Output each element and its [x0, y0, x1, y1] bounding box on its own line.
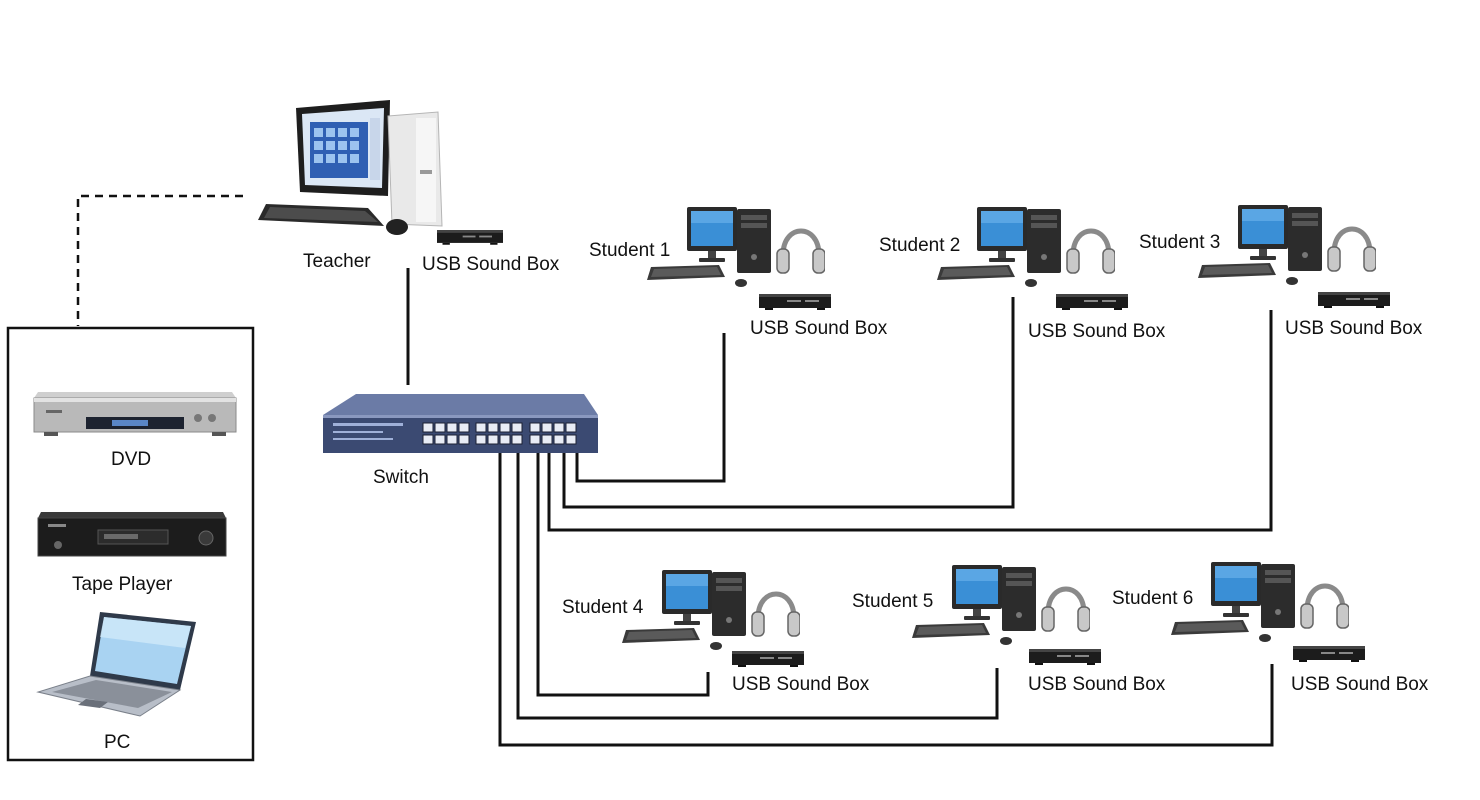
student-1-label: Student 1	[589, 240, 670, 261]
tape-player-label: Tape Player	[72, 574, 173, 595]
student-6-label: Student 6	[1112, 588, 1193, 609]
student-station-4: Student 4 USB Sound Box	[562, 570, 870, 695]
sound-box-icon	[732, 651, 804, 667]
link-switch-student-4	[536, 453, 710, 697]
student-station-2: Student 2 USB Sound Box	[879, 207, 1166, 342]
link-switch-student-6	[498, 453, 1274, 747]
student-5-label: Student 5	[852, 591, 933, 612]
dvd-label: DVD	[111, 449, 151, 470]
student-4-sound-box-label: USB Sound Box	[732, 674, 870, 695]
student-3-label: Student 3	[1139, 232, 1220, 253]
sound-box-icon	[759, 294, 831, 310]
student-3-sound-box-label: USB Sound Box	[1285, 318, 1423, 339]
teacher-label: Teacher	[303, 251, 371, 272]
dvd-player-icon	[33, 392, 237, 436]
student-station-3: Student 3 USB Sound Box	[1139, 205, 1423, 339]
student-computer-icon	[937, 207, 1115, 287]
student-5-sound-box-label: USB Sound Box	[1028, 674, 1166, 695]
student-2-sound-box-label: USB Sound Box	[1028, 321, 1166, 342]
teacher-computer-icon	[258, 100, 443, 235]
sound-box-icon	[1029, 649, 1101, 665]
network-switch-icon	[323, 394, 598, 453]
teacher-sound-box-icon	[437, 230, 503, 245]
link-switch-student-2	[562, 297, 1015, 509]
sound-box-icon	[1318, 292, 1390, 308]
laptop-icon	[36, 612, 196, 717]
teacher-sound-box-label: USB Sound Box	[422, 254, 560, 275]
student-1-sound-box-label: USB Sound Box	[750, 318, 888, 339]
tape-player-icon	[37, 512, 227, 557]
sound-box-icon	[1056, 294, 1128, 310]
student-station-6: Student 6 USB Sound Box	[1112, 562, 1429, 695]
student-2-label: Student 2	[879, 235, 960, 256]
connection-lines	[406, 268, 1274, 747]
student-station-1: Student 1 USB Sound Box	[589, 207, 888, 339]
student-4-label: Student 4	[562, 597, 644, 618]
student-6-sound-box-label: USB Sound Box	[1291, 674, 1429, 695]
student-computer-icon	[622, 570, 800, 650]
link-teacher-media-dashed	[76, 194, 243, 326]
link-switch-student-1	[575, 333, 726, 483]
sound-box-icon	[1293, 646, 1365, 662]
student-computer-icon	[1198, 205, 1376, 285]
switch-label: Switch	[373, 467, 429, 488]
student-computer-icon	[1171, 562, 1349, 642]
student-computer-icon	[647, 207, 825, 287]
pc-label: PC	[104, 732, 130, 753]
student-station-5: Student 5 USB Sound Box	[852, 565, 1166, 695]
link-switch-student-5	[516, 453, 999, 720]
link-switch-student-3	[547, 310, 1273, 532]
student-computer-icon	[912, 565, 1090, 645]
